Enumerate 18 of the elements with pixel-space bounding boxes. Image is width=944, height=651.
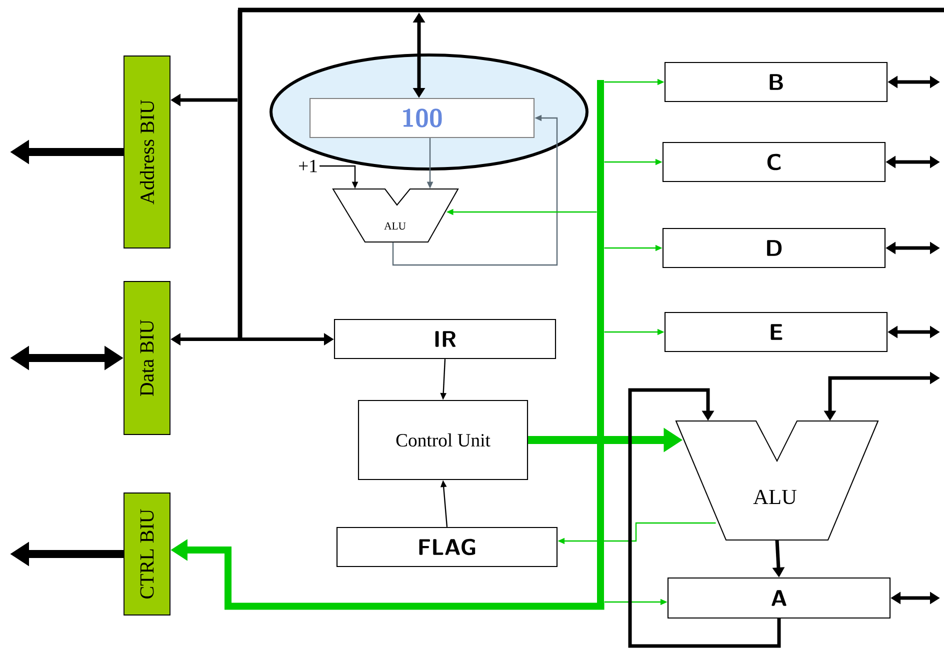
biu-box: Data BIU [124,281,170,435]
bus-bar [238,10,242,339]
input-label: +1 [299,160,317,172]
control-unit-box: Control Unit [358,400,528,480]
flag-box: FLAG [336,526,558,568]
register-box: B [664,62,888,102]
biu-box: Address BIU [124,56,170,248]
register-box: 100 [309,98,535,138]
register-box: E [664,312,888,352]
bus-bar [597,80,604,606]
arrow [628,388,781,648]
register-box: C [662,142,886,182]
register-box: A [667,577,891,619]
register-box: D [662,228,886,268]
biu-box: CTRL BIU [124,492,170,616]
alu-trapezoid: ALU [332,188,459,243]
alu-trapezoid: ALU [675,420,879,541]
register-box: IR [334,318,556,360]
